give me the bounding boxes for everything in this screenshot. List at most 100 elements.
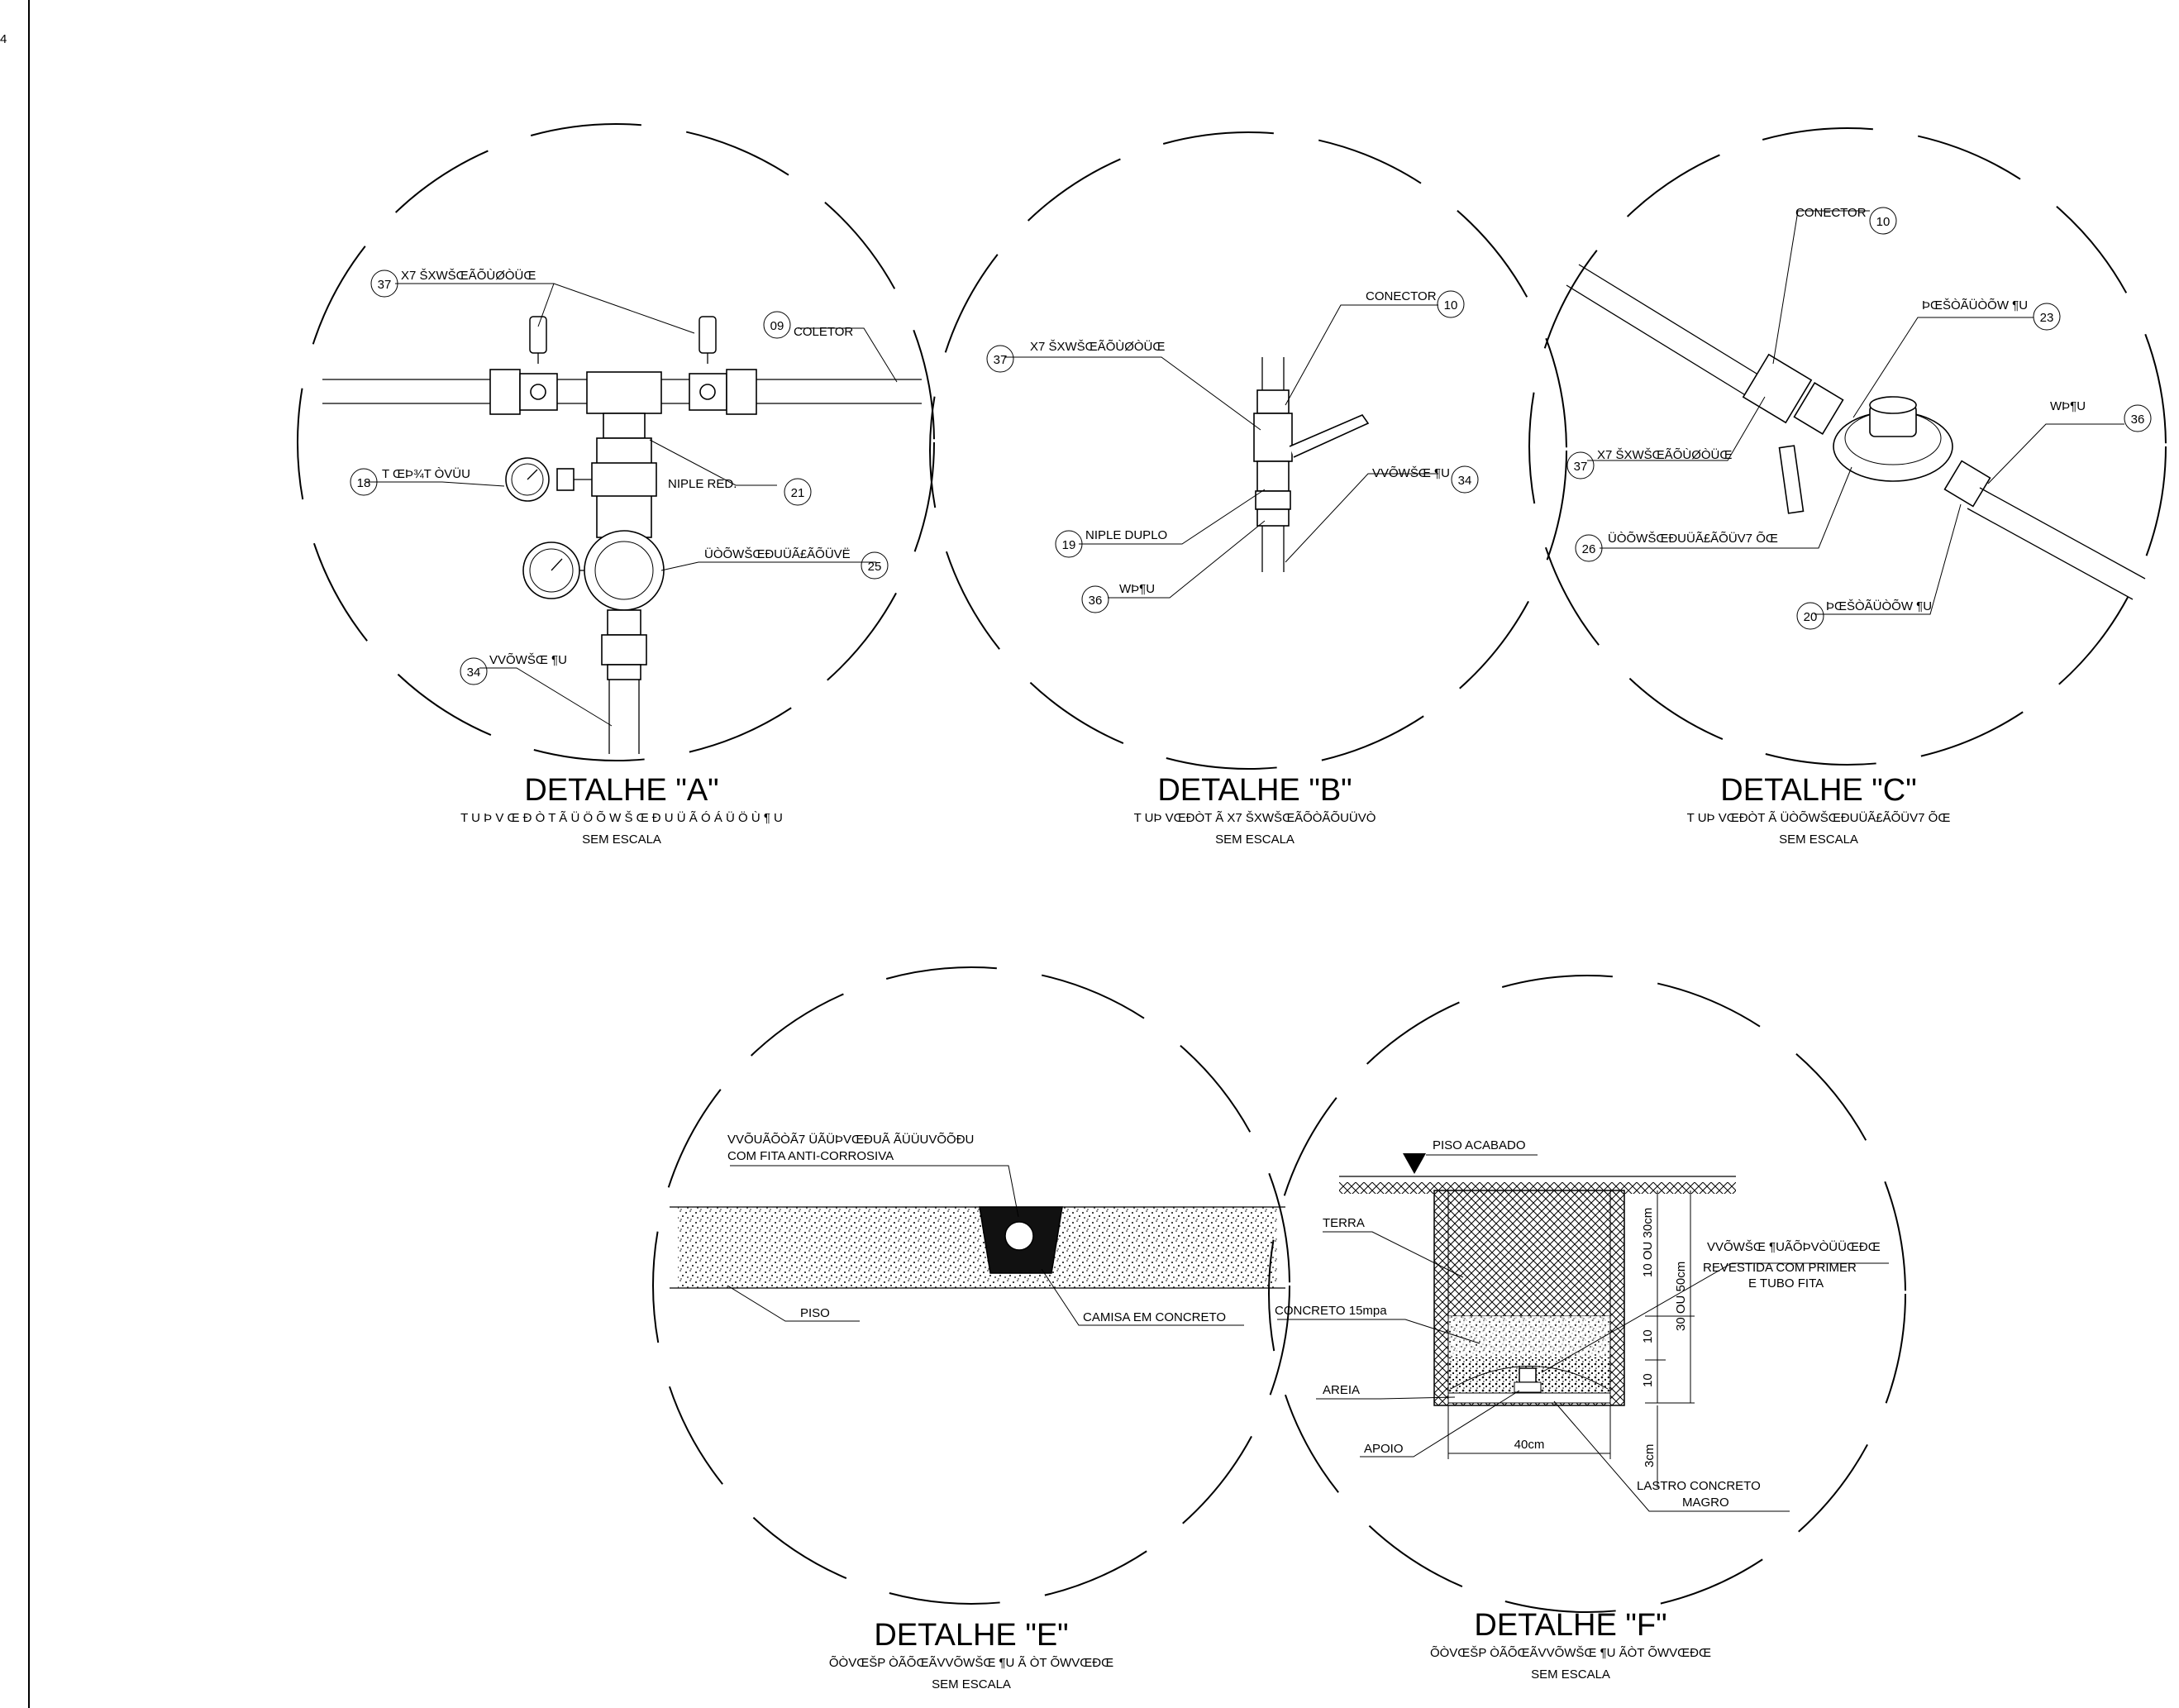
svg-text:VVÕWŠŒ ¶U: VVÕWŠŒ ¶U: [489, 653, 567, 667]
svg-text:COLETOR: COLETOR: [794, 325, 853, 339]
detail-c-boundary: [1528, 127, 2167, 766]
detail-f-concreto: CONCRETO 15mpa: [1275, 1304, 1387, 1318]
detail-f-dim-10a: 10: [1641, 1329, 1655, 1343]
callout-c-26: 26 ÜÒÕWŠŒÐUÜÃ£ÃÕÜV7 ÕŒ: [1575, 531, 1778, 562]
svg-text:26: 26: [1582, 542, 1596, 556]
callout-c-37: 37 X7 ŠXWŠŒÃÕÙØÒÜŒ: [1566, 447, 1732, 479]
detail-f-terra: TERRA: [1323, 1216, 1365, 1230]
callout-a-25: 25 ÜÒÕWŠŒÐUÜÃ£ÃÕÜVË: [704, 546, 889, 580]
detail-f-scale: SEM ESCALA: [1531, 1667, 1610, 1682]
svg-text:18: 18: [357, 476, 371, 490]
detail-f-dim-width: 40cm: [1514, 1438, 1545, 1452]
svg-text:23: 23: [2040, 311, 2054, 325]
detail-f-dim-depth-1: 10 OU 30cm: [1641, 1208, 1655, 1277]
svg-text:34: 34: [467, 666, 481, 680]
callout-c-10: 10 CONECTOR: [1795, 206, 1897, 235]
detail-e-subtitle: ÕÒVŒŠP ÒÃÕŒÃVVÕWŠŒ ¶U Ã ÒT ÕWVŒÐŒ: [829, 1656, 1113, 1670]
detail-e-scale: SEM ESCALA: [932, 1677, 1011, 1691]
callout-b-37: 37 X7 ŠXWŠŒÃÕÙØÒÜŒ: [986, 339, 1165, 373]
svg-text:CONECTOR: CONECTOR: [1366, 289, 1437, 303]
svg-text:19: 19: [1062, 538, 1076, 552]
svg-text:36: 36: [1089, 594, 1103, 608]
svg-text:NIPLE RED.: NIPLE RED.: [668, 477, 737, 491]
svg-text:X7 ŠXWŠŒÃÕÙØÒÜŒ: X7 ŠXWŠŒÃÕÙØÒÜŒ: [1597, 447, 1732, 462]
svg-text:NIPLE DUPLO: NIPLE DUPLO: [1085, 528, 1167, 542]
detail-e-camisa-label: CAMISA EM CONCRETO: [1083, 1310, 1226, 1324]
svg-text:WÞ¶U: WÞ¶U: [2050, 399, 2086, 413]
callout-c-23: 23 ÞŒŠÒÃÜÒÕW ¶U: [1922, 298, 2061, 331]
concrete-slab: [678, 1207, 1277, 1288]
svg-text:34: 34: [1458, 474, 1472, 488]
detail-e-piso-label: PISO: [800, 1306, 830, 1320]
svg-text:37: 37: [1574, 460, 1588, 474]
detail-a: 37 X7 ŠXWŠŒÃÕÙØÒÜŒ 09 COLETOR 18 T ŒÞ¾T …: [297, 123, 935, 847]
callout-c-36: 36 WÞ¶U: [2050, 399, 2152, 432]
detail-f-areia: AREIA: [1323, 1383, 1360, 1397]
svg-text:10: 10: [1444, 298, 1458, 312]
detail-a-scale: SEM ESCALA: [582, 833, 661, 847]
detail-b: 10 CONECTOR 37 X7 ŠXWŠŒÃÕÙØÒÜŒ 34 VVÕWŠŒ…: [929, 131, 1567, 847]
svg-text:10: 10: [1876, 215, 1891, 229]
detail-c-scale: SEM ESCALA: [1779, 833, 1858, 847]
svg-text:ÞŒŠÒÃÜÒÕW ¶U: ÞŒŠÒÃÜÒÕW ¶U: [1826, 599, 1932, 613]
svg-text:09: 09: [770, 319, 784, 333]
svg-text:ÞŒŠÒÃÜÒÕW ¶U: ÞŒŠÒÃÜÒÕW ¶U: [1922, 298, 2028, 312]
detail-b-boundary: [929, 131, 1567, 770]
detail-c-subtitle: T UÞ VŒÐÒT Ã ÜÒÕWŠŒÐUÜÃ£ÃÕÜV7 ÕŒ: [1687, 810, 1951, 825]
detail-f-pipe-note-1: VVÕWŠŒ ¶UÃÕÞVÒÜÜŒÐŒ: [1707, 1239, 1881, 1254]
detail-a-title: DETALHE "A": [524, 773, 718, 808]
detail-f-lastro-2: MAGRO: [1682, 1496, 1729, 1510]
callout-b-19: 19 NIPLE DUPLO: [1055, 528, 1167, 558]
detail-c: 10 CONECTOR 23 ÞŒŠÒÃÜÒÕW ¶U 36 WÞ¶U 37 X…: [1528, 127, 2167, 847]
detail-b-title: DETALHE "B": [1157, 773, 1352, 808]
detail-a-boundary: [297, 123, 935, 761]
svg-text:CONECTOR: CONECTOR: [1795, 206, 1867, 220]
svg-text:37: 37: [378, 278, 392, 292]
callout-a-21: 21 NIPLE RED.: [668, 477, 812, 506]
callout-a-09: 09 COLETOR: [763, 311, 853, 339]
detail-f-apoio: APOIO: [1364, 1442, 1404, 1456]
detail-b-scale: SEM ESCALA: [1215, 833, 1295, 847]
svg-text:VVÕWŠŒ ¶U: VVÕWŠŒ ¶U: [1372, 466, 1450, 480]
detail-f-lastro-1: LASTRO CONCRETO: [1637, 1479, 1761, 1493]
detail-f-pipe-note-2: REVESTIDA COM PRIMER: [1703, 1261, 1857, 1275]
svg-text:37: 37: [994, 353, 1008, 367]
detail-e-note-line2: COM FITA ANTI-CORROSIVA: [727, 1149, 894, 1163]
detail-f-pipe-note-3: E TUBO FITA: [1748, 1276, 1824, 1291]
svg-text:25: 25: [868, 560, 882, 574]
detail-e-note-line1: VVÕUÃÕÒÃ7 ÜÃÜÞVŒÐUÃ ÃÜÜUVÕÕÐU: [727, 1132, 974, 1147]
svg-text:36: 36: [2131, 413, 2145, 427]
svg-text:ÜÒÕWŠŒÐUÜÃ£ÃÕÜVË: ÜÒÕWŠŒÐUÜÃ£ÃÕÜVË: [704, 546, 851, 561]
detail-f-boundary: [1268, 975, 1906, 1613]
svg-text:21: 21: [791, 486, 805, 500]
detail-f-dim-10b: 10: [1641, 1373, 1655, 1387]
svg-text:WÞ¶U: WÞ¶U: [1119, 582, 1155, 596]
svg-text:X7 ŠXWŠŒÃÕÙØÒÜŒ: X7 ŠXWŠŒÃÕÙØÒÜŒ: [401, 268, 536, 283]
detail-a-subtitle: T U Þ V Œ Ð Ò T Ã Ü Ö Õ W Š Œ Ð U Ü Ã Ó …: [460, 810, 783, 825]
callout-a-34: 34 VVÕWŠŒ ¶U: [460, 653, 567, 685]
detail-c-title: DETALHE "C": [1720, 773, 1916, 808]
svg-text:20: 20: [1804, 610, 1818, 624]
detail-f-piso-acabado: PISO ACABADO: [1433, 1138, 1526, 1152]
callout-b-36: 36 WÞ¶U: [1081, 582, 1155, 613]
detail-f: PISO ACABADO TERRA CONCRETO 15mpa AREIA …: [1268, 975, 1906, 1682]
detail-f-dim-3: 3cm: [1643, 1444, 1657, 1467]
svg-text:T ŒÞ¾T ÒVÜU: T ŒÞ¾T ÒVÜU: [382, 466, 470, 481]
svg-text:X7 ŠXWŠŒÃÕÙØÒÜŒ: X7 ŠXWŠŒÃÕÙØÒÜŒ: [1030, 339, 1165, 354]
callout-a-18: 18 T ŒÞ¾T ÒVÜU: [350, 466, 470, 496]
sheet-corner-mark: 4: [0, 32, 7, 46]
detail-b-subtitle: T UÞ VŒÐÒT Ã X7 ŠXWŠŒÃÕÒÃÕUÜVÒ: [1134, 810, 1376, 825]
detail-f-subtitle: ÕÒVŒŠP ÒÃÕŒÃVVÕWŠŒ ¶U ÃÒT ÕWVŒÐŒ: [1430, 1646, 1711, 1660]
detail-f-title: DETALHE "F": [1474, 1608, 1666, 1643]
callout-a-37: 37 X7 ŠXWŠŒÃÕÙØÒÜŒ: [370, 268, 536, 298]
detail-e: VVÕUÃÕÒÃ7 ÜÃÜÞVŒÐUÃ ÃÜÜUVÕÕÐU COM FITA A…: [652, 966, 1290, 1691]
detail-e-title: DETALHE "E": [874, 1618, 1068, 1653]
detail-f-dim-depth-2: 30 OU 50cm: [1674, 1262, 1688, 1331]
callout-c-20: 20 ÞŒŠÒÃÜÒÕW ¶U: [1796, 599, 1932, 630]
pipe-section: [1004, 1221, 1034, 1251]
svg-text:ÜÒÕWŠŒÐUÜÃ£ÃÕÜV7 ÕŒ: ÜÒÕWŠŒÐUÜÃ£ÃÕÜV7 ÕŒ: [1608, 531, 1778, 546]
callout-b-34: 34 VVÕWŠŒ ¶U: [1372, 465, 1479, 494]
callout-b-10: 10 CONECTOR: [1366, 289, 1465, 318]
detail-e-boundary: [652, 966, 1290, 1605]
